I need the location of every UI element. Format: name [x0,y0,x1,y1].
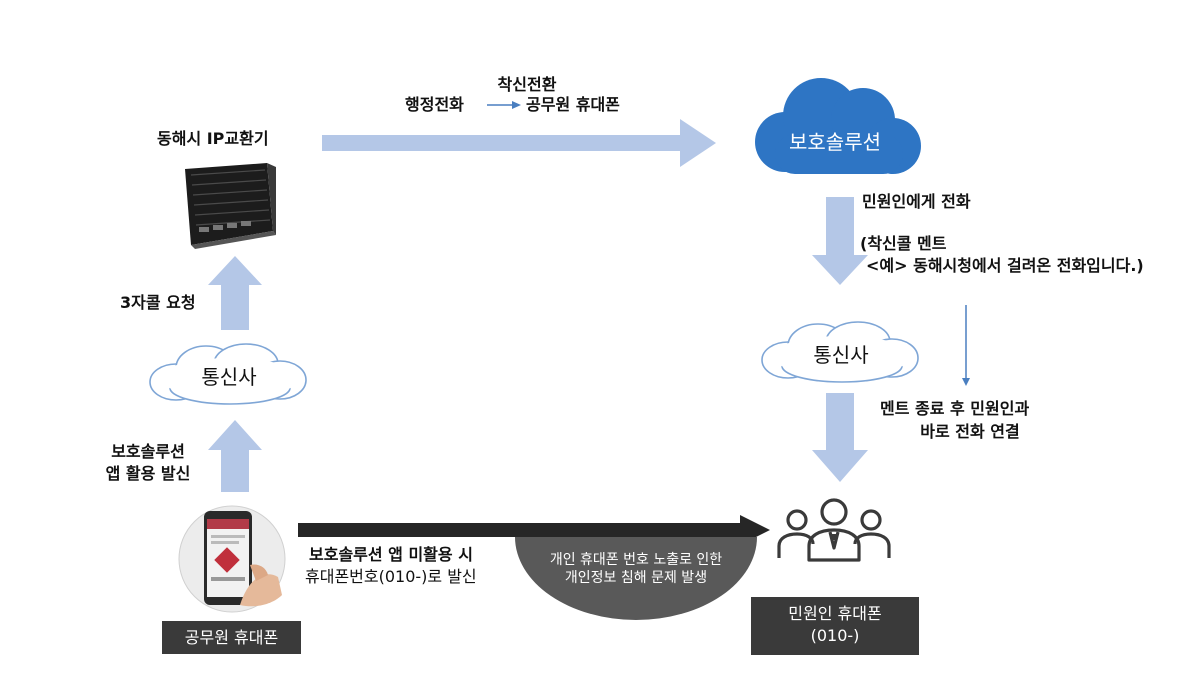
arrow-phone-to-carrier [208,420,262,492]
call-to-citizen-label: 민원인에게 전화 [862,192,971,211]
official-phone-box: 공무원 휴대폰 [162,621,301,654]
arrow-exchanger-to-cloud [322,119,716,167]
forward-to: 공무원 휴대폰 [526,95,620,114]
ring-ment-line1: (착신콜 멘트 [860,234,947,253]
exchanger-label: 동해시 IP교환기 [157,129,269,148]
ring-ment-line2: <예> 동해시청에서 걸려온 전화입니다.) [866,256,1144,275]
carrier-label-left: 통신사 [201,365,257,389]
arrow-cloud-to-carrier [812,197,868,285]
arrow-carrier-to-exchanger [208,256,262,330]
third-party-call-label: 3자콜 요청 [120,293,196,312]
people-group-icon [777,498,891,562]
arrow-carrier-to-citizens [812,393,868,482]
forward-from: 행정전화 [405,95,464,114]
citizen-phone-line1: 민원인 휴대폰 [788,604,882,623]
forward-title: 착신전환 [497,75,557,94]
citizen-phone-line2: (010-) [810,626,860,645]
citizen-phone-box: 민원인 휴대폰 (010-) [751,597,919,655]
carrier-cloud-icon-right [761,321,919,383]
app-call-line2: 앱 활용 발신 [105,464,191,483]
smartphone-in-hand-icon [178,505,286,613]
protection-cloud-icon [755,78,921,174]
carrier-cloud-icon [149,343,307,405]
connect-line2: 바로 전화 연결 [920,422,1020,441]
connect-line1: 멘트 종료 후 민원인과 [880,399,1030,418]
arrow-phone-to-citizens [298,515,770,545]
server-rack-icon [185,163,276,249]
app-call-line1: 보호솔루션 [111,442,185,461]
carrier-label-right: 통신사 [813,343,869,367]
protection-cloud-label: 보호솔루션 [789,130,881,154]
risk-line2: 개인정보 침해 문제 발생 [564,570,708,586]
risk-semicircle [515,537,757,620]
risk-line1: 개인 휴대폰 번호 노출로 인한 [549,552,723,568]
no-app-line1: 보호솔루션 앱 미활용 시 [309,545,473,564]
no-app-line2: 휴대폰번호(010-)로 발신 [305,567,477,586]
